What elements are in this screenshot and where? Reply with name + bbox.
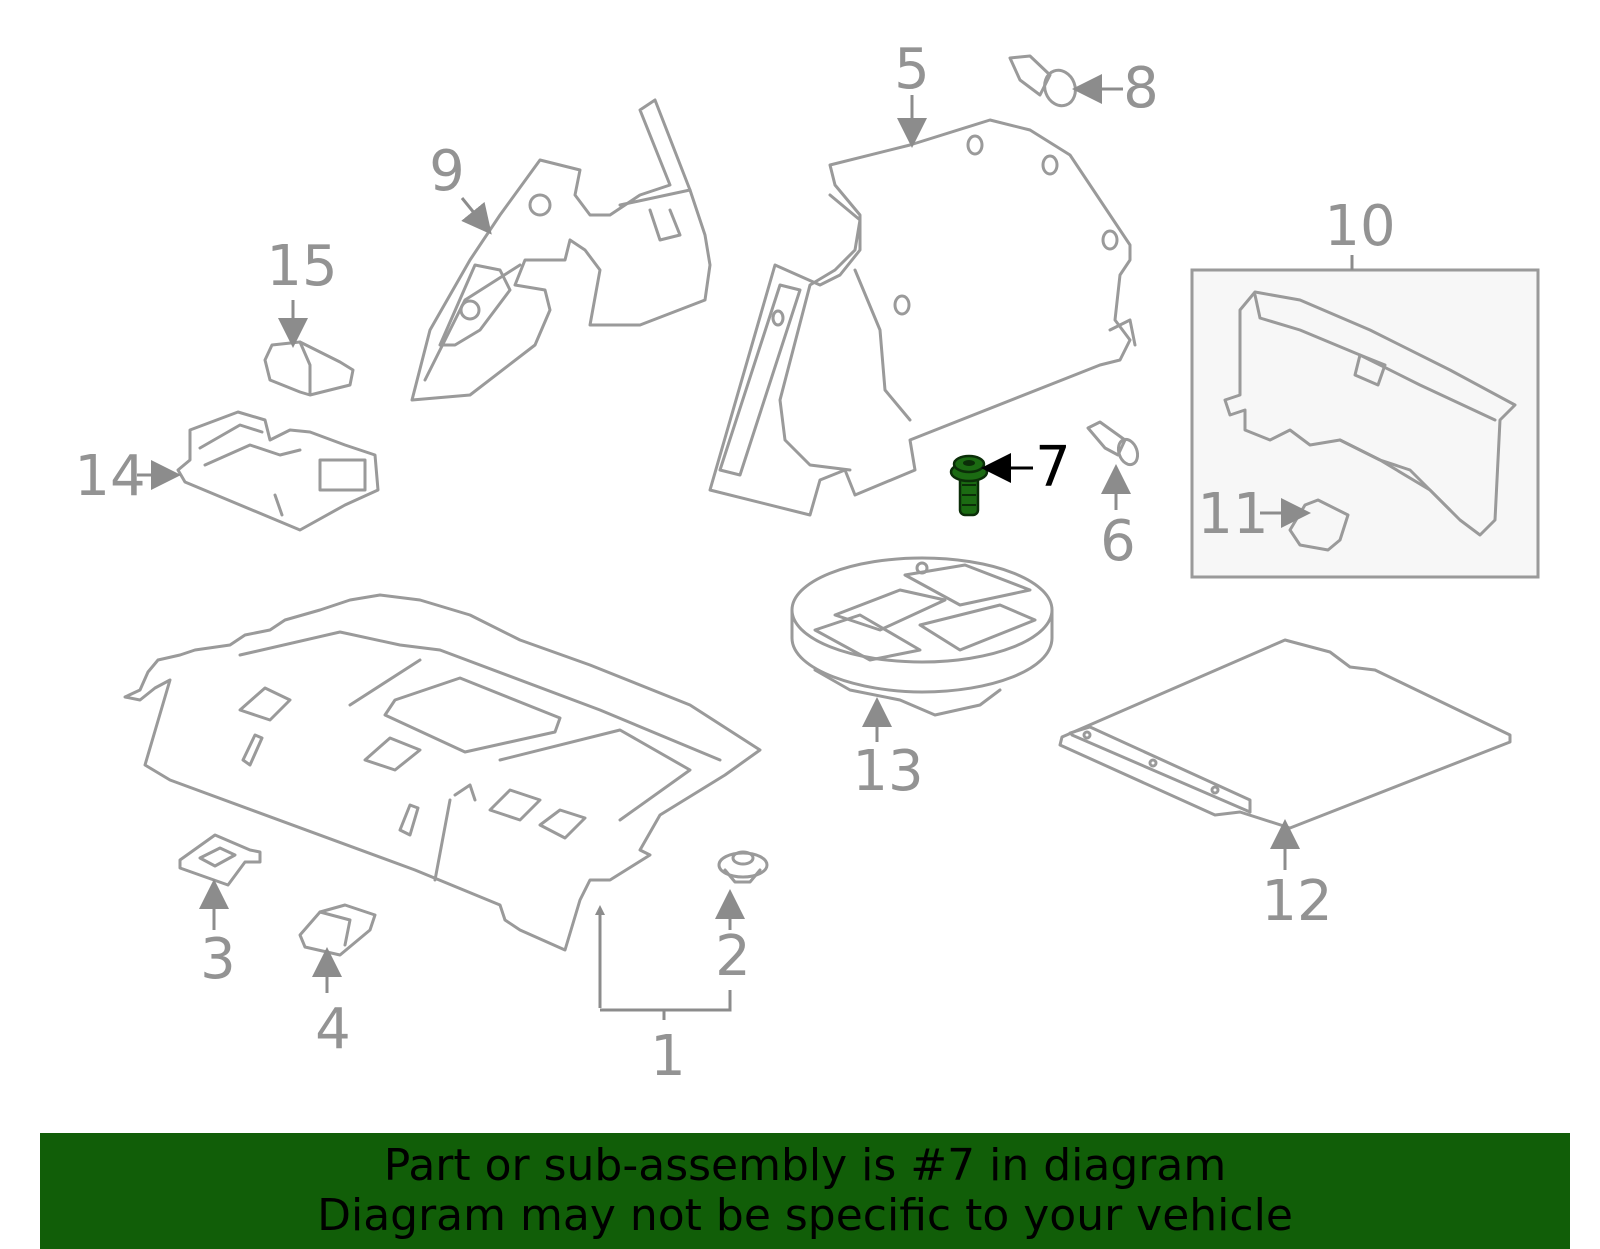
part-3-clip[interactable]	[178, 833, 262, 887]
part-6-screw[interactable]	[1086, 420, 1141, 467]
part-8-screw[interactable]	[1008, 54, 1080, 110]
banner-line-2: Diagram may not be specific to your vehi…	[317, 1190, 1293, 1241]
callout-12: 12	[1261, 869, 1332, 934]
part-2-push-clip[interactable]	[717, 850, 769, 884]
part-12-floor-board[interactable]	[1058, 638, 1512, 830]
callout-8: 8	[1123, 56, 1159, 121]
callout-5: 5	[894, 37, 930, 102]
callout-13: 13	[852, 739, 923, 804]
part-15-cap[interactable]	[263, 340, 355, 397]
parts-diagram: 1 2 3 4 5 6 7 8 9 10 11 12 13 14 15	[74, 37, 1540, 1089]
part-14-housing[interactable]	[176, 410, 380, 532]
banner-line-1: Part or sub-assembly is #7 in diagram	[383, 1140, 1227, 1191]
part-1-rear-shelf[interactable]	[123, 593, 762, 952]
part-13-tire-cover[interactable]	[790, 556, 1054, 717]
part-4-pad[interactable]	[298, 903, 377, 957]
part-10-box[interactable]	[1190, 268, 1540, 579]
callout-4: 4	[315, 997, 351, 1062]
callout-2: 2	[715, 924, 751, 989]
part-7-bolt-highlighted[interactable]	[949, 454, 989, 517]
callout-10: 10	[1324, 194, 1395, 259]
part-5-quarter-trim[interactable]	[708, 118, 1137, 517]
callout-9: 9	[429, 139, 465, 204]
callout-labels: 1 2 3 4 5 6 7 8 9 10 11 12 13 14 15	[74, 37, 1395, 1089]
callout-1: 1	[650, 1024, 686, 1089]
leader-lines	[137, 74, 1354, 1020]
callout-15: 15	[266, 234, 337, 299]
callout-6: 6	[1100, 509, 1136, 574]
info-banner: Part or sub-assembly is #7 in diagram Di…	[40, 1133, 1570, 1249]
part-9-bracket[interactable]	[410, 98, 712, 402]
callout-11: 11	[1197, 482, 1268, 547]
callout-14: 14	[74, 444, 145, 509]
callout-3: 3	[200, 927, 236, 992]
callout-7: 7	[1035, 435, 1071, 500]
